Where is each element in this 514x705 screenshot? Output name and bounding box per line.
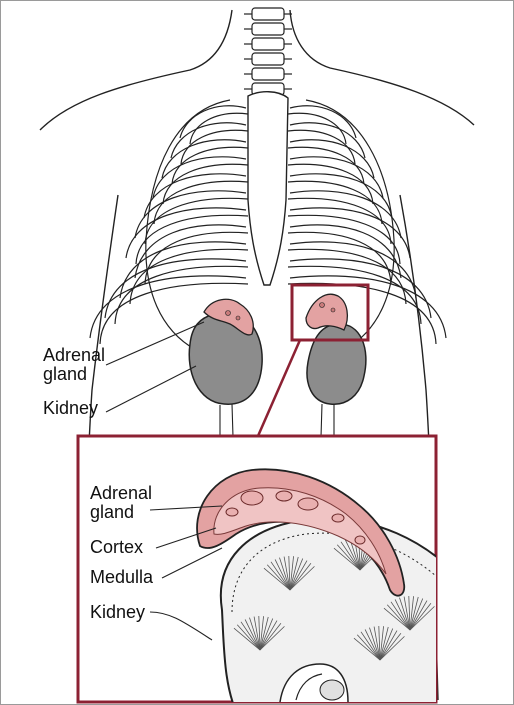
adrenal-nodule xyxy=(355,536,365,544)
adrenal-nodule xyxy=(276,491,292,501)
vertebra xyxy=(252,38,284,50)
inset-adrenal-label: Adrenal gland xyxy=(90,484,152,522)
vertebra xyxy=(252,8,284,20)
inset-cortex-label: Cortex xyxy=(90,538,143,557)
upper-kidney-label: Kidney xyxy=(43,399,98,418)
sternum xyxy=(248,92,288,285)
rib xyxy=(290,174,392,218)
zoom-connector-line xyxy=(258,340,300,436)
rib xyxy=(144,174,246,218)
inset-medulla-label: Medulla xyxy=(90,568,153,587)
spine xyxy=(244,8,292,95)
adrenal-nodule xyxy=(298,498,318,510)
inset-kidney-label: Kidney xyxy=(90,603,145,622)
vertebra xyxy=(252,23,284,35)
adrenal-nodule xyxy=(241,491,263,505)
adrenal-nodule xyxy=(226,508,238,516)
upper-kidney-leader xyxy=(106,366,196,412)
vertebra xyxy=(252,68,284,80)
upper-adrenal-label: Adrenal gland xyxy=(43,346,105,384)
right-adrenal-gland xyxy=(306,294,347,330)
vertebra xyxy=(252,53,284,65)
adrenal-nodule xyxy=(332,514,344,522)
